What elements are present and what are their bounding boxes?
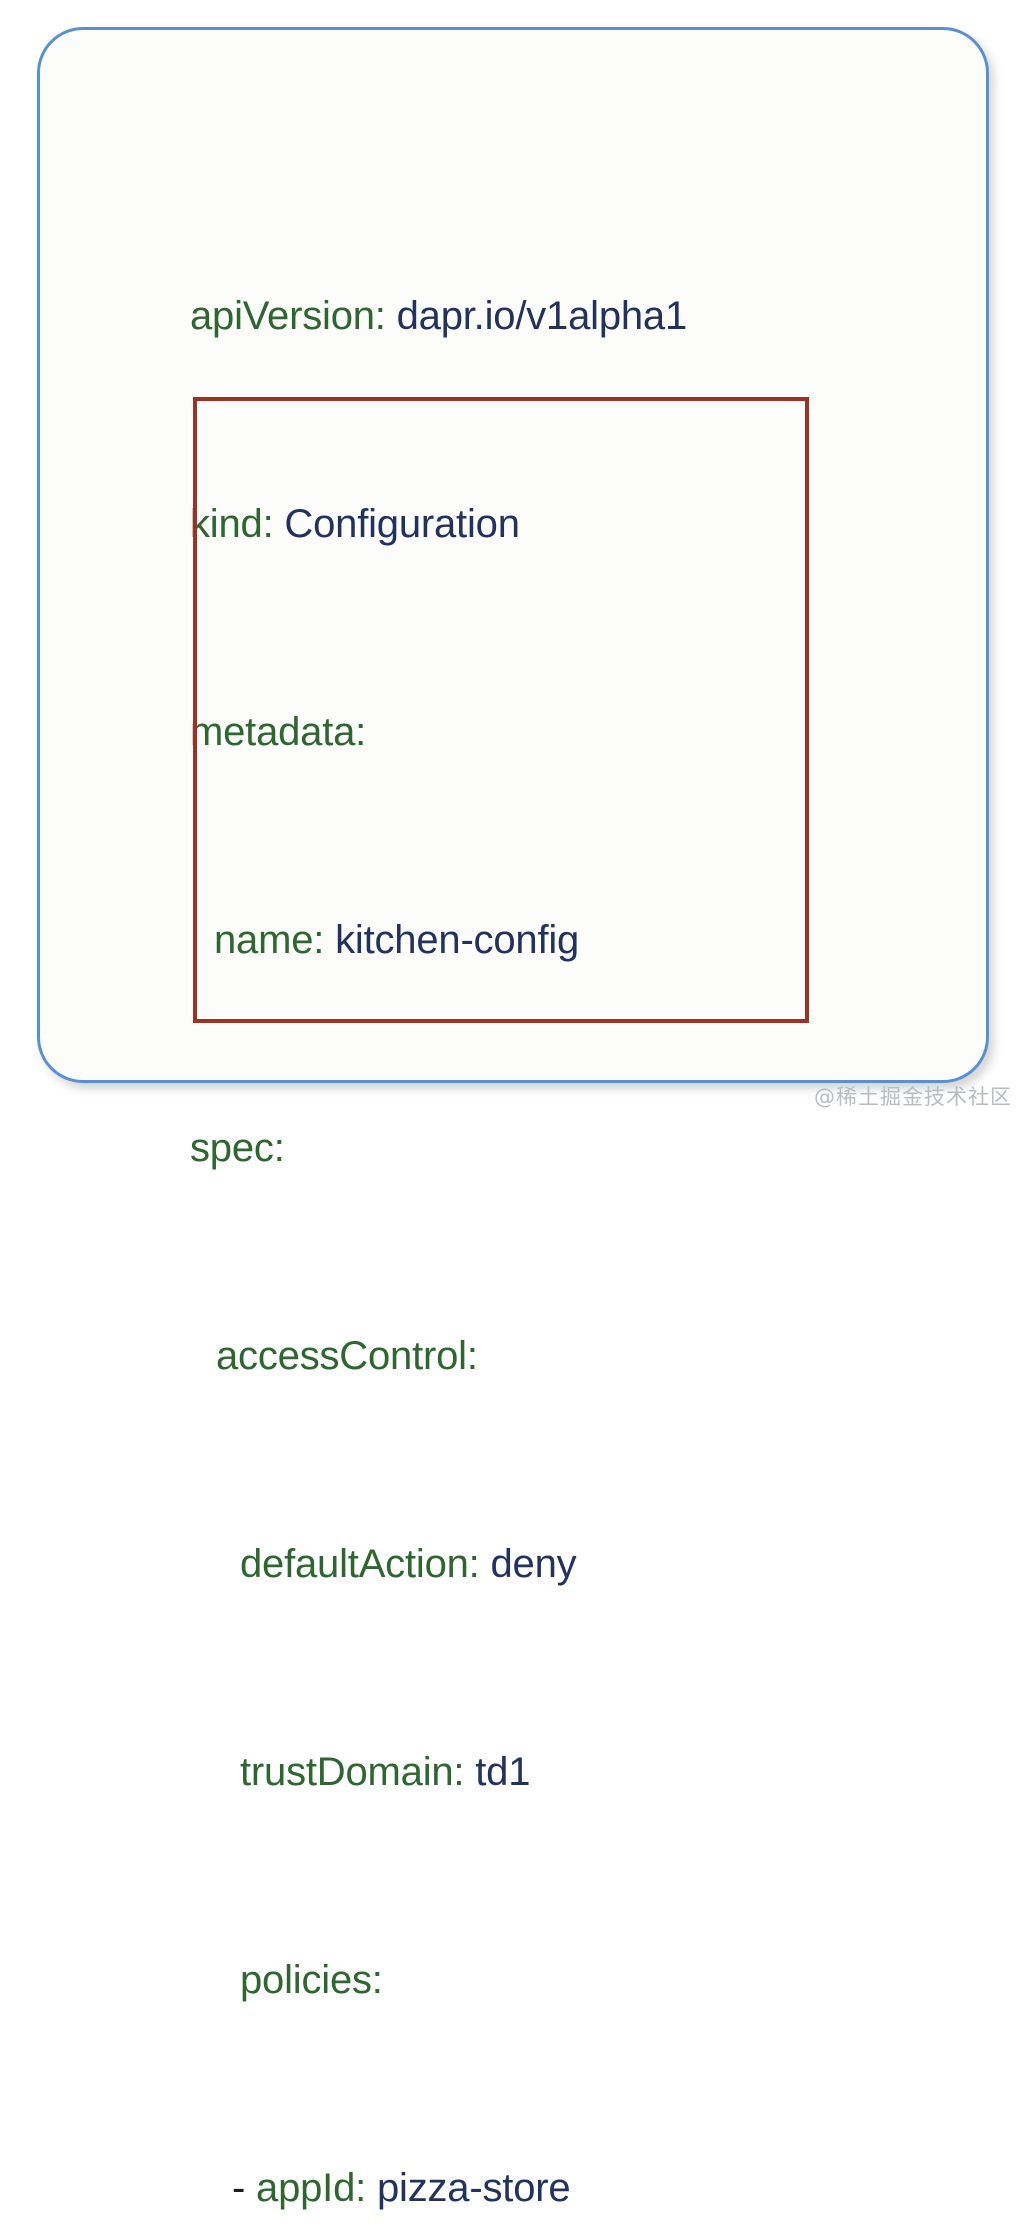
yaml-key: defaultAction:: [240, 1542, 480, 1586]
yaml-value: deny: [479, 1542, 577, 1586]
yaml-line: metadata:: [190, 706, 990, 758]
watermark-text: @稀土掘金技术社区: [814, 1085, 1012, 1109]
yaml-card: apiVersion: dapr.io/v1alpha1 kind: Confi…: [37, 27, 989, 2210]
yaml-key: spec:: [190, 1126, 285, 1170]
yaml-key: policies:: [240, 1958, 383, 2002]
yaml-value: kitchen-config: [324, 918, 580, 962]
yaml-line: name: kitchen-config: [190, 914, 990, 966]
screenshot-canvas: apiVersion: dapr.io/v1alpha1 kind: Confi…: [37, 27, 1012, 2210]
yaml-key: name:: [214, 918, 325, 962]
yaml-line: - appId: pizza-store: [190, 2162, 990, 2214]
yaml-key: kind:: [190, 502, 274, 546]
yaml-line: accessControl:: [190, 1330, 990, 1382]
yaml-line: trustDomain: td1: [190, 1746, 990, 1798]
yaml-key: accessControl:: [216, 1334, 478, 1378]
yaml-list-dash: -: [232, 2166, 257, 2210]
yaml-line: policies:: [190, 1954, 990, 2006]
yaml-line: defaultAction: deny: [190, 1538, 990, 1590]
yaml-line: spec:: [190, 1122, 990, 1174]
yaml-code-block: apiVersion: dapr.io/v1alpha1 kind: Confi…: [190, 134, 990, 2240]
yaml-line: kind: Configuration: [190, 498, 990, 550]
yaml-key: apiVersion:: [190, 294, 386, 338]
yaml-key: appId:: [256, 2166, 367, 2210]
yaml-value: Configuration: [273, 502, 520, 546]
yaml-line: apiVersion: dapr.io/v1alpha1: [190, 290, 990, 342]
yaml-value: dapr.io/v1alpha1: [385, 294, 688, 338]
yaml-key: trustDomain:: [240, 1750, 465, 1794]
yaml-value: td1: [464, 1750, 531, 1794]
yaml-value: pizza-store: [366, 2166, 571, 2210]
yaml-key: metadata:: [190, 710, 367, 754]
